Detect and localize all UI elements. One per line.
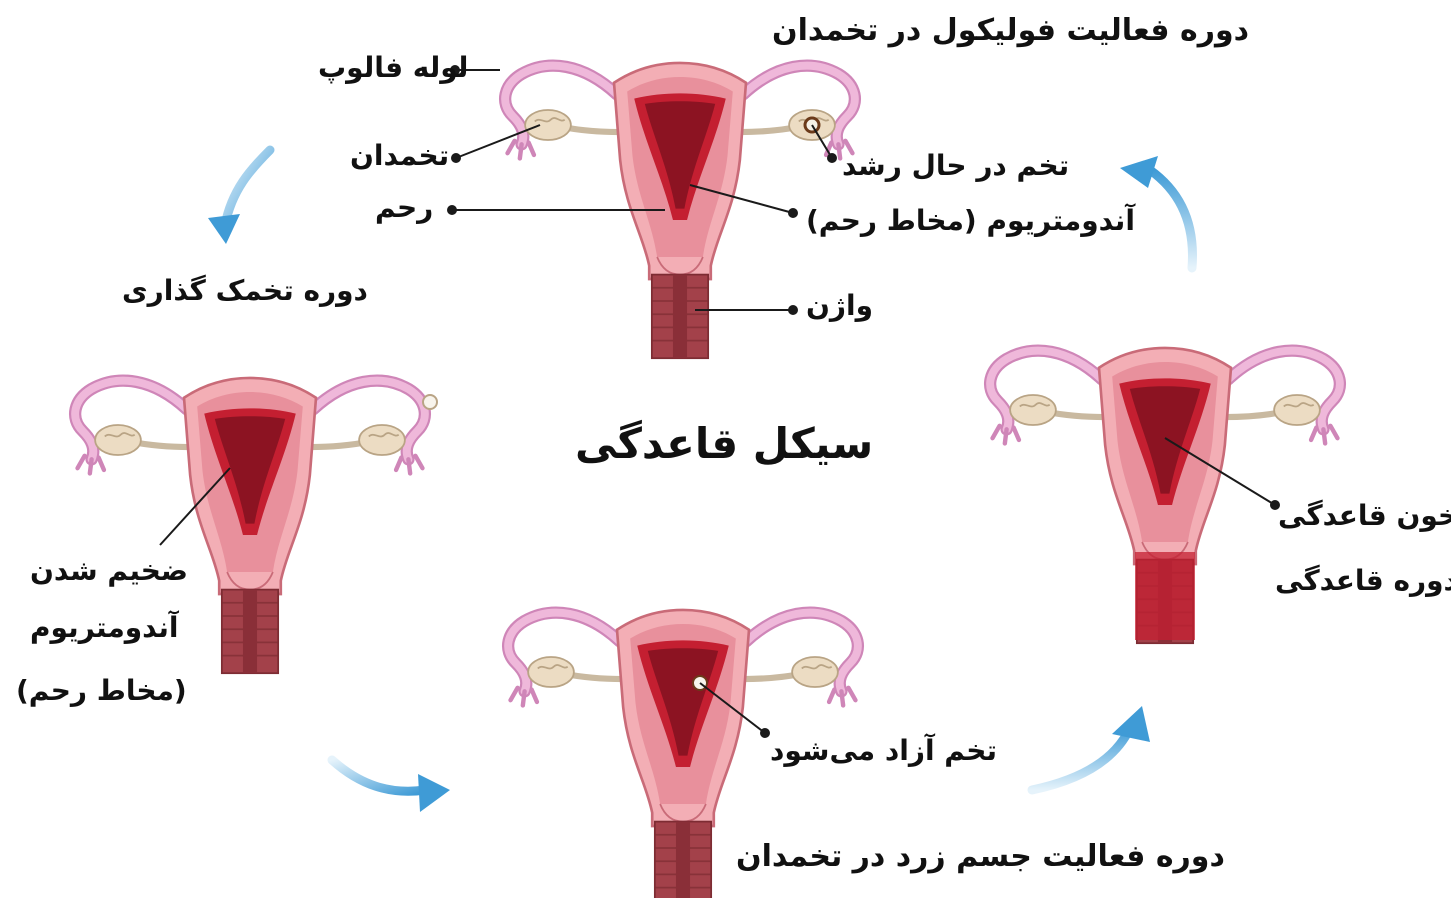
- diagram-title: سیکل قاعدگی: [575, 420, 873, 468]
- thickening-label-line3: (مخاط رحم): [16, 675, 187, 707]
- egg-released-label: تخم آزاد می‌شود: [770, 735, 997, 767]
- uterus-label: رحم: [375, 192, 433, 224]
- growing-egg-label: تخم در حال رشد: [842, 150, 1069, 182]
- arrow-luteal-to-menstruation: [1032, 728, 1130, 790]
- phase-ovulation-label: دوره تخمک گذاری: [122, 275, 368, 307]
- phase-follicular-label: دوره فعالیت فولیکول در تخمدان: [772, 14, 1249, 49]
- arrow-menstruation-to-follicular: [1150, 170, 1193, 268]
- ovulated-egg-icon: [423, 395, 437, 409]
- arrowhead-2: [418, 774, 450, 812]
- ovary-label: تخمدان: [350, 140, 449, 172]
- phase-menstruation-label: دوره قاعدگی: [1275, 565, 1451, 597]
- arrow-follicular-to-ovulation: [225, 150, 270, 225]
- fallopian-tube-label: لوله فالوپ: [318, 52, 468, 84]
- phase-luteal-label: دوره فعالیت جسم زرد در تخمدان: [736, 840, 1225, 875]
- arrowhead-3: [1112, 706, 1150, 742]
- arrow-ovulation-to-luteal: [332, 760, 425, 791]
- arrowhead-4: [1120, 156, 1158, 188]
- menstrual-blood-label: خون قاعدگی: [1278, 500, 1451, 532]
- arrowhead-1: [208, 214, 240, 244]
- vagina-label: واژن: [806, 290, 873, 322]
- thickening-label-line2: آندومتریوم: [30, 612, 178, 644]
- thickening-label-line1: ضخیم شدن: [30, 555, 188, 587]
- menstrual-blood-mark: [1135, 552, 1195, 640]
- endometrium-label: آندومتریوم (مخاط رحم): [806, 205, 1135, 237]
